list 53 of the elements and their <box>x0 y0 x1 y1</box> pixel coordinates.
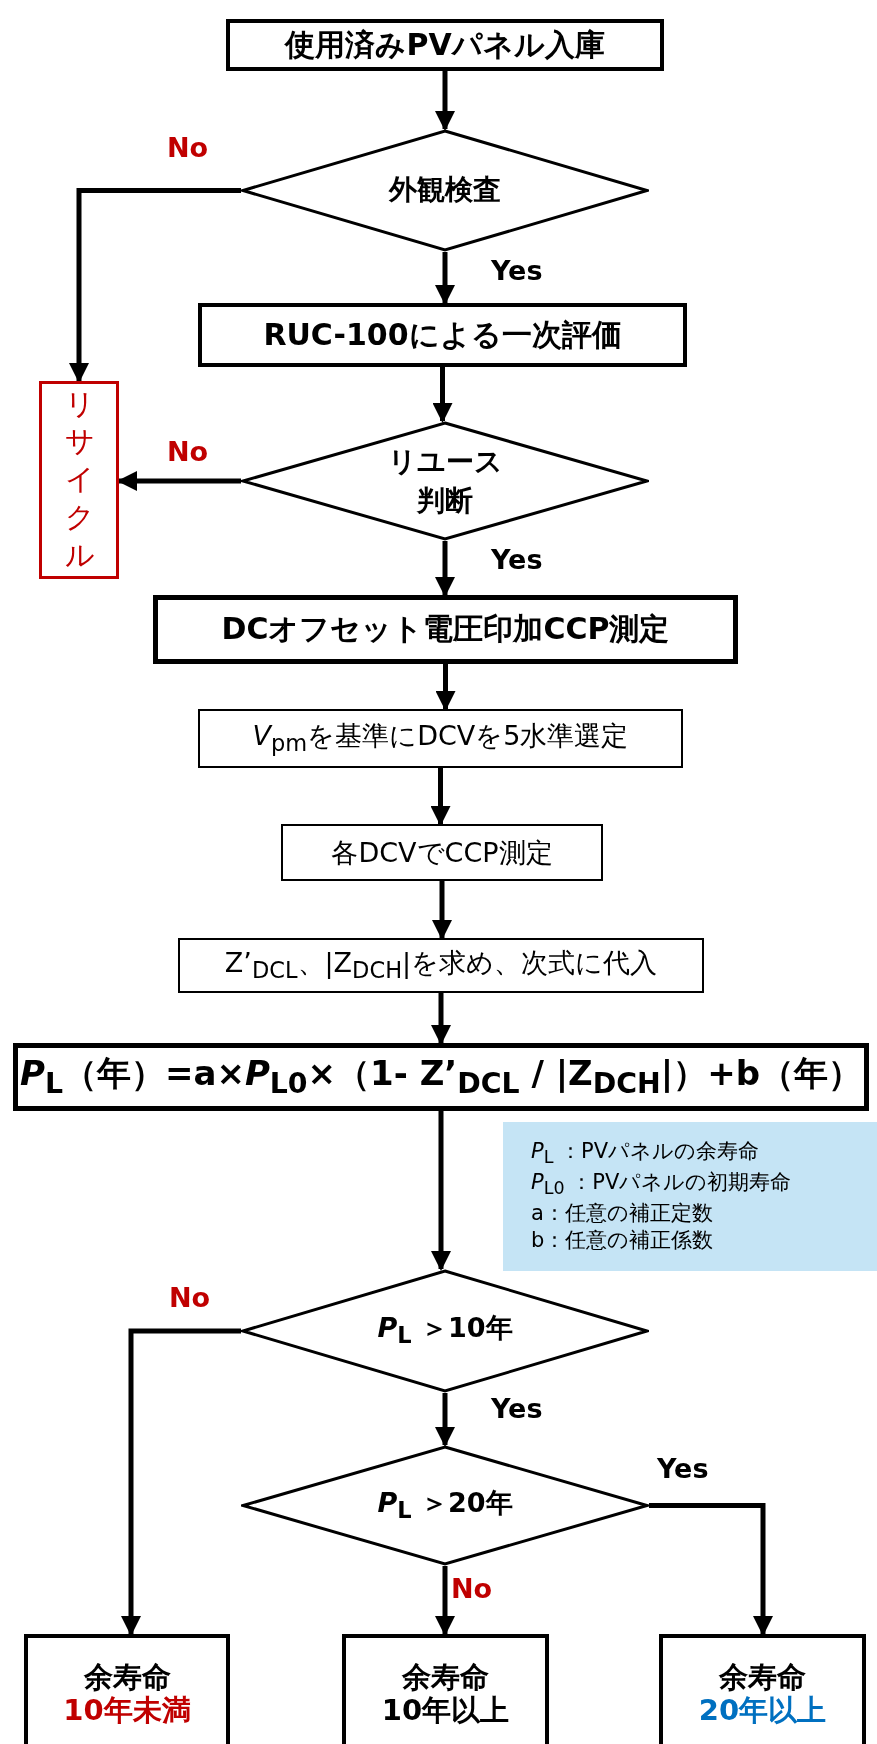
arrow <box>435 541 455 597</box>
arrow <box>69 188 241 383</box>
result-box <box>659 1634 866 1744</box>
box-text: 余寿命 <box>83 1660 171 1694</box>
box-text: Z’$_{DCL}$、|Z$_{DCH}$|を求め、次式に代入 <box>224 946 658 985</box>
arrow <box>432 881 452 940</box>
box-text: DCオフセット電圧印加CCP測定 <box>221 612 670 647</box>
process-box <box>198 303 687 367</box>
formula-box <box>13 1043 869 1111</box>
box-text: P$_{L}$（年）=a×P$_{L0}$×（1- Z’$_{DCL}$ / |Z$_{DCH}$|）+b（年） <box>19 1053 863 1101</box>
arrow <box>432 367 453 423</box>
definitions-note <box>503 1122 877 1271</box>
arrow <box>431 1111 451 1271</box>
box-text: 10年未満 <box>63 1694 191 1728</box>
box-text: 10年以上 <box>381 1694 510 1728</box>
arrow <box>649 1503 773 1636</box>
decision-diamond <box>241 421 649 541</box>
process-box <box>226 19 664 71</box>
arrow <box>435 1393 455 1447</box>
definition-text: a：任意の補正定数 <box>531 1200 713 1228</box>
box-text: 使用済みPVパネル入庫 <box>285 27 605 63</box>
box-text: 20年以上 <box>698 1694 827 1728</box>
box-text: 余寿命 <box>719 1660 806 1694</box>
box-text: 余寿命 <box>402 1660 489 1694</box>
process-box <box>178 938 704 993</box>
box-text: V$_{pm}$を基準にDCVを5水準選定 <box>252 719 629 758</box>
process-box <box>281 824 603 881</box>
decision-text: P$_{L}$ ＞10年 <box>377 1312 513 1350</box>
decision-text: P$_{L}$ ＞20年 <box>377 1486 513 1525</box>
decision-text: 外観検査 <box>389 174 501 207</box>
recycle-box <box>39 381 119 579</box>
arrow <box>117 471 241 491</box>
arrow <box>435 664 456 711</box>
decision-text: リユース判断 <box>386 443 504 519</box>
decision-diamond <box>241 1269 649 1393</box>
arrow <box>431 993 451 1045</box>
arrow <box>435 252 455 305</box>
process-box <box>198 709 683 768</box>
decision-diamond <box>241 129 649 252</box>
result-box <box>24 1634 230 1744</box>
definition-text: P$_{L}$ ：PVパネルの余寿命 <box>531 1138 760 1170</box>
arrow <box>435 1566 455 1636</box>
decision-diamond <box>241 1445 649 1566</box>
process-box <box>153 595 738 664</box>
box-text: 各DCVでCCP測定 <box>331 836 553 868</box>
definition-text: b：任意の補正係数 <box>531 1227 714 1255</box>
arrow <box>435 71 455 131</box>
arrow <box>430 768 451 826</box>
arrow <box>121 1328 241 1636</box>
box-text: リサイクル <box>64 385 94 574</box>
result-box <box>342 1634 549 1744</box>
box-text: RUC-100による一次評価 <box>263 317 622 353</box>
definition-text: P$_{L0}$ ：PVパネルの初期寿命 <box>531 1169 792 1201</box>
